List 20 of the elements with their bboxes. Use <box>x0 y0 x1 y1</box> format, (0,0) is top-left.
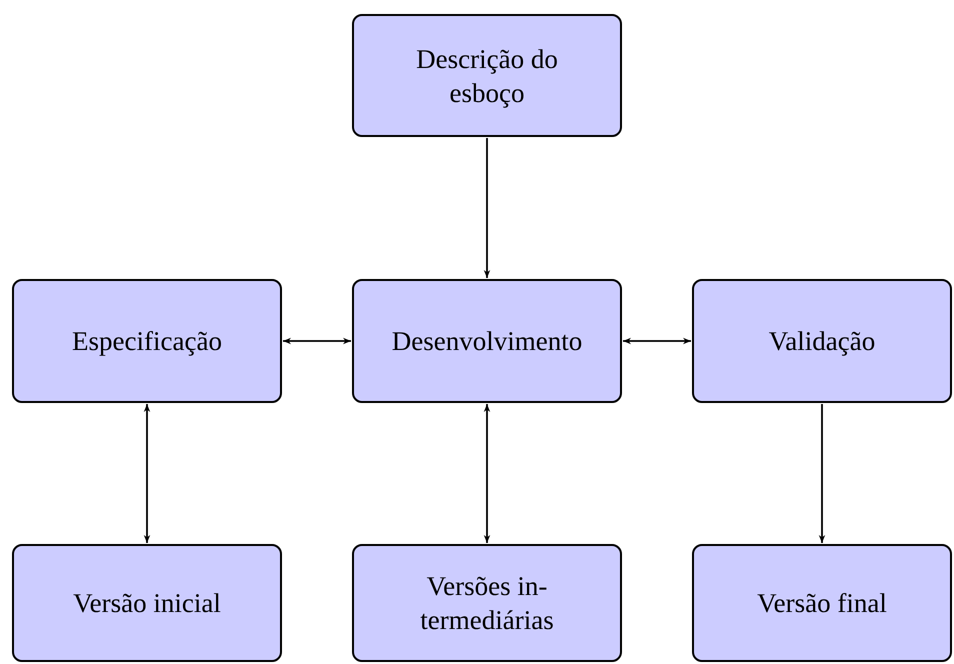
process-box <box>692 279 952 403</box>
box-label: Especificação <box>72 325 222 358</box>
process-box <box>352 14 622 137</box>
process-box <box>692 544 952 662</box>
process-box <box>352 544 622 662</box>
arrow <box>484 404 490 543</box>
arrow <box>623 338 691 344</box>
arrow <box>283 338 351 344</box>
process-box <box>12 544 282 662</box>
process-box <box>352 279 622 403</box>
box-label: Validação <box>768 325 876 358</box>
box-label: Versões in- termediárias <box>419 570 555 637</box>
box-label: Desenvolvimento <box>392 325 582 358</box>
arrow <box>144 404 150 543</box>
process-box <box>12 279 282 403</box>
box-label: Versão inicial <box>73 587 221 620</box>
box-label: Versão final <box>757 587 887 620</box>
arrow <box>484 138 490 278</box>
box-label: Descrição do esboço <box>415 42 559 110</box>
arrow <box>818 404 826 543</box>
